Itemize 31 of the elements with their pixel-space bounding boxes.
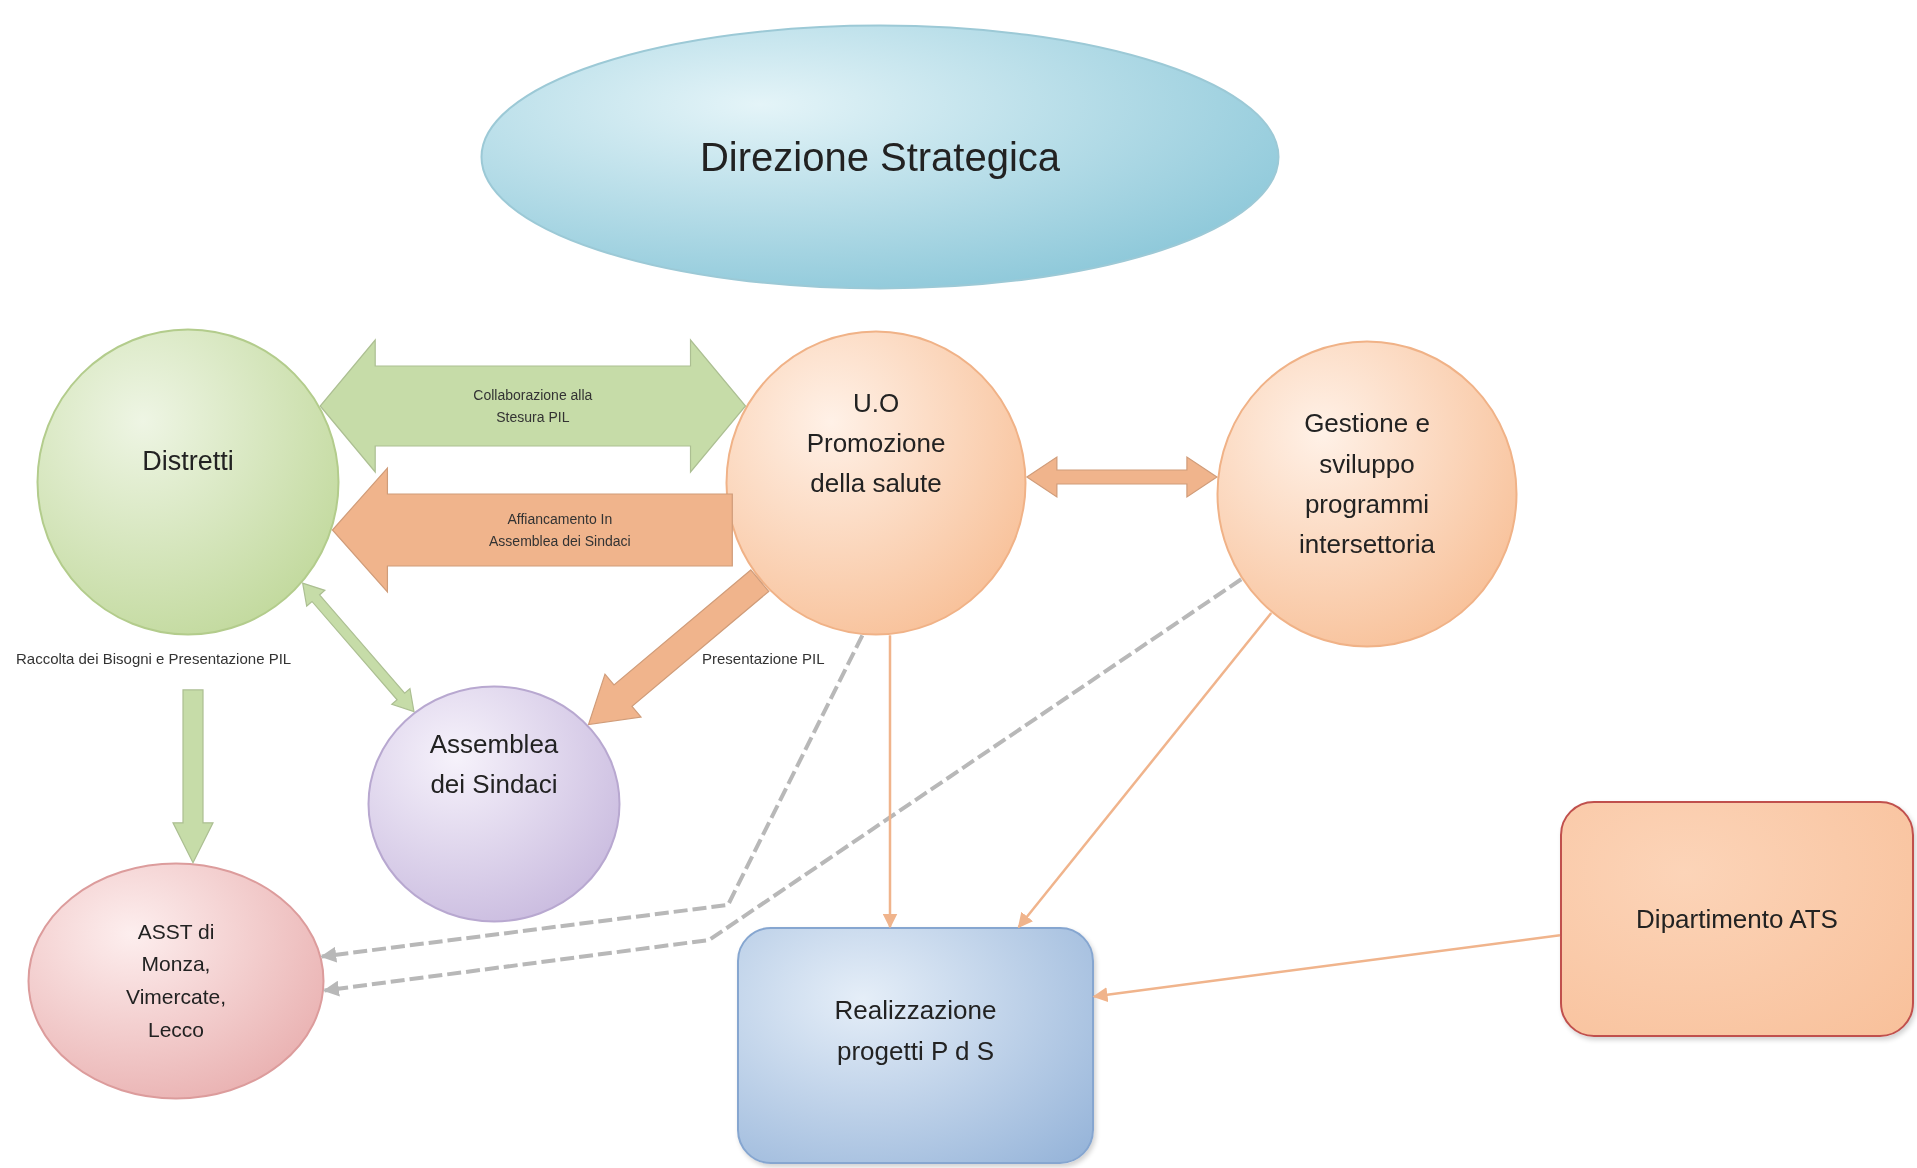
edge-label: Collaborazione alla Stesura PIL <box>472 385 594 427</box>
note-text: Presentazione PIL <box>702 650 825 667</box>
node-label: Dipartimento ATS <box>1636 902 1838 936</box>
block-arrow <box>1025 455 1218 499</box>
edge-label: Affiancamento In Assemblea dei Sindaci <box>488 509 632 551</box>
node-label: U.O Promozione della salute <box>805 386 947 501</box>
circle-node <box>27 862 325 1100</box>
arrow <box>882 635 898 929</box>
ellipse-node <box>480 24 1280 290</box>
block-arrow <box>587 569 770 726</box>
node-label: Realizzazione progetti P d S <box>833 994 998 1068</box>
node-label: ASST di Monza, Vimercate, Lecco <box>125 918 227 1043</box>
arrow <box>1017 612 1273 929</box>
node-label: Assemblea dei Sindaci <box>428 727 560 801</box>
rounded-box <box>1560 801 1914 1037</box>
arrow <box>1092 934 1561 1003</box>
circle-node <box>725 330 1027 636</box>
rounded-box <box>737 927 1094 1164</box>
block-arrow <box>319 338 747 474</box>
block-arrow <box>172 689 214 865</box>
circle-node <box>36 328 340 636</box>
circle-node <box>1216 340 1518 648</box>
dashed-arrow <box>320 634 865 963</box>
circle-node <box>367 685 621 923</box>
node-label: Distretti <box>142 445 234 479</box>
block-arrow <box>301 582 415 713</box>
block-arrow <box>331 466 733 594</box>
node-label: Gestione e sviluppo programmi intersettoria <box>1298 407 1436 562</box>
node-label: Direzione Strategica <box>699 134 1061 181</box>
note-text: Raccolta dei Bisogni e Presentazione PIL <box>16 650 292 667</box>
dashed-arrow <box>322 577 1243 997</box>
